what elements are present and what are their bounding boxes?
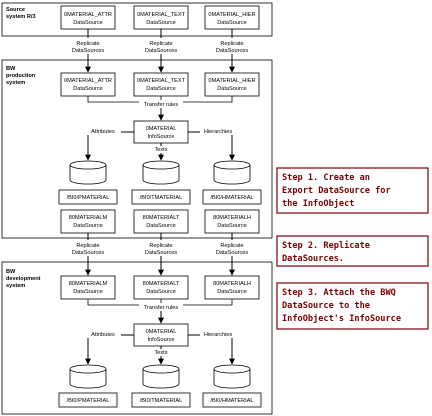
development-system-panel — [1, 261, 273, 415]
svg-text:/BI0/PMATERIAL: /BI0/PMATERIAL — [67, 398, 110, 404]
texts-label: Texts — [154, 350, 167, 356]
prod-table-h: /BI0/HMATERIAL — [202, 189, 262, 205]
transfer-rules-label: Transfer rules — [144, 102, 179, 108]
production-system-panel — [1, 59, 273, 239]
hierarchies-branch — [188, 131, 235, 161]
svg-text:/BI0/TMATERIAL: /BI0/TMATERIAL — [140, 195, 182, 201]
source-system-panel — [1, 2, 273, 37]
database-cylinder — [69, 160, 107, 185]
prod-table-t: /BI0/TMATERIAL — [131, 189, 191, 205]
attributes-branch — [85, 334, 134, 365]
production-system-label: BW production system — [6, 66, 37, 86]
transfer-rules-label: Transfer rules — [144, 305, 179, 311]
dev-table-p: /BI0/PMATERIAL — [58, 392, 118, 408]
svg-text:/BI0/HMATERIAL: /BI0/HMATERIAL — [210, 195, 253, 201]
database-cylinder — [142, 160, 180, 185]
svg-text:/BI0/PMATERIAL: /BI0/PMATERIAL — [67, 195, 110, 201]
source-system-label: Source system R/3 — [6, 7, 36, 20]
dev-table-t: /BI0/TMATERIAL — [131, 392, 191, 408]
database-cylinder — [142, 364, 180, 389]
texts-label: Texts — [154, 147, 167, 153]
svg-text:/BI0/TMATERIAL: /BI0/TMATERIAL — [140, 398, 182, 404]
attributes-branch — [85, 131, 134, 161]
database-cylinder — [69, 364, 107, 389]
attributes-label: Attributes — [91, 332, 115, 338]
attributes-label: Attributes — [91, 129, 115, 135]
prod-table-p: /BI0/PMATERIAL — [58, 189, 118, 205]
hierarchies-label: Hierarchies — [204, 332, 232, 338]
database-cylinder — [213, 160, 251, 185]
hierarchies-label: Hierarchies — [204, 129, 232, 135]
hierarchies-branch — [188, 334, 235, 365]
development-system-label: BW development system — [6, 269, 42, 289]
dev-table-h: /BI0/HMATERIAL — [202, 392, 262, 408]
svg-text:/BI0/HMATERIAL: /BI0/HMATERIAL — [210, 398, 253, 404]
database-cylinder — [213, 364, 251, 389]
